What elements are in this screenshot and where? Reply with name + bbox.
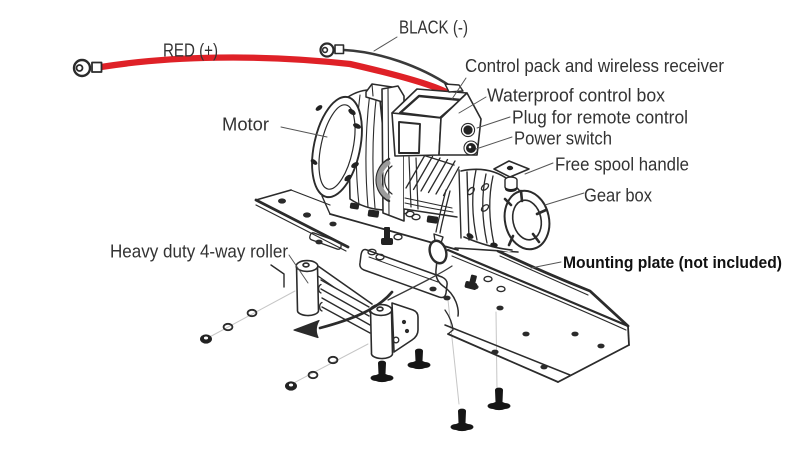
svg-text:Control pack and wireless rece: Control pack and wireless receiver [465, 55, 724, 76]
svg-text:Power switch: Power switch [514, 128, 612, 149]
svg-text:Motor: Motor [222, 114, 269, 135]
svg-text:BLACK (-): BLACK (-) [399, 17, 468, 38]
svg-text:RED (+): RED (+) [163, 40, 218, 61]
svg-text:Waterproof control box: Waterproof control box [487, 85, 666, 106]
svg-text:Free spool handle: Free spool handle [555, 154, 689, 175]
svg-text:Mounting plate (not included): Mounting plate (not included) [563, 254, 782, 272]
svg-text:Gear box: Gear box [584, 185, 653, 206]
svg-text:Plug for remote control: Plug for remote control [512, 107, 688, 128]
svg-text:Heavy duty 4-way roller: Heavy duty 4-way roller [110, 241, 288, 262]
